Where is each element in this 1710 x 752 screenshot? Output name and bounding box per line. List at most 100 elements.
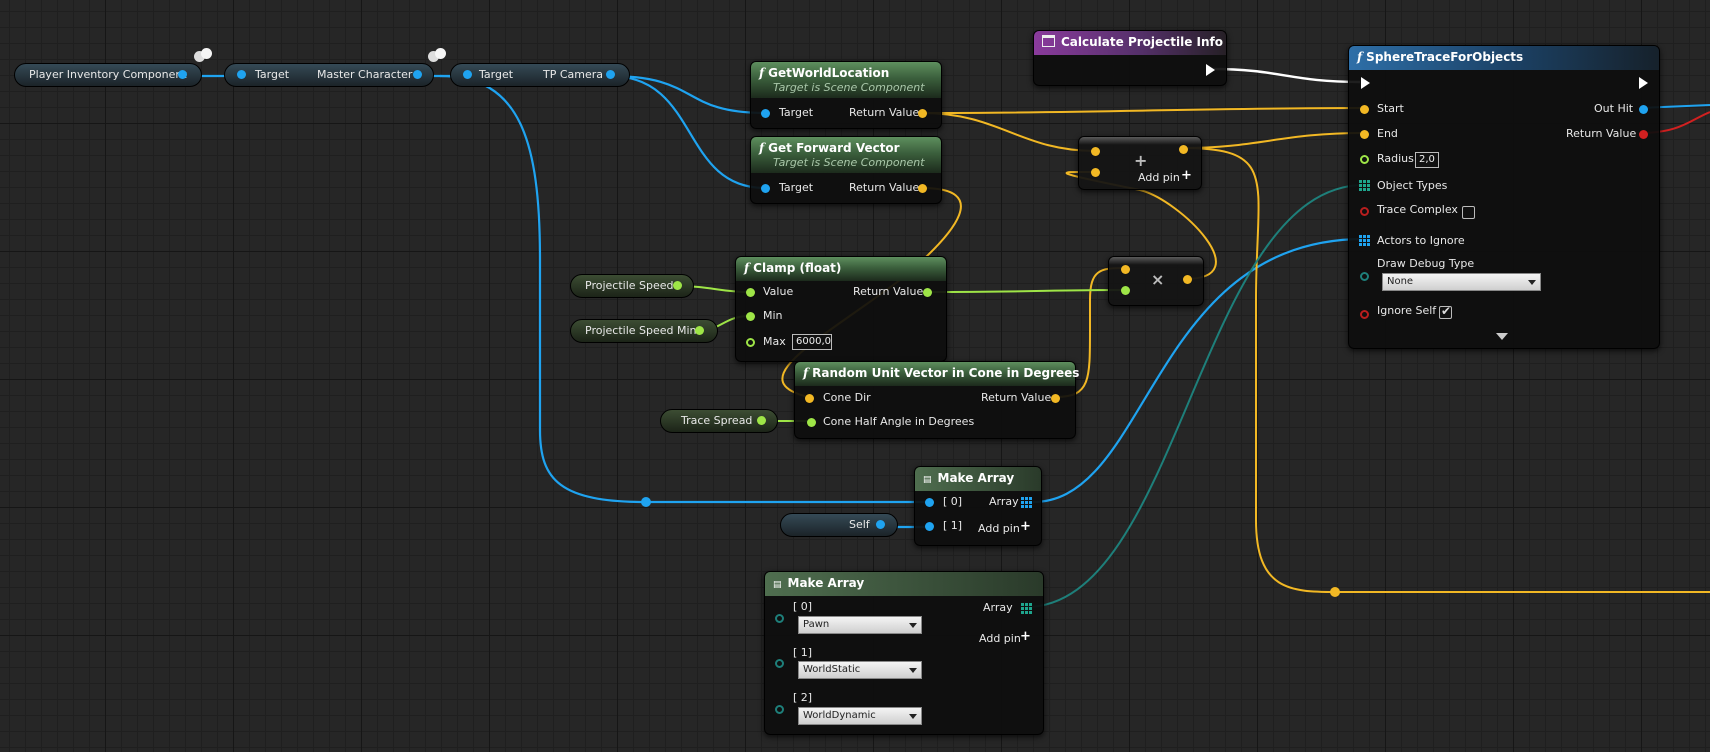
wire-camera-to-forward [609, 74, 766, 190]
vector-input-pin-b[interactable] [1091, 168, 1100, 177]
start-input-pin[interactable] [1360, 105, 1369, 114]
exec-output-pin[interactable] [1639, 77, 1648, 89]
array-output-pin[interactable] [1021, 603, 1032, 614]
projectile-speed-variable[interactable]: Projectile Speed [570, 274, 694, 298]
array-input-pin-0[interactable] [775, 614, 784, 623]
max-value-field[interactable]: 6000,0 [792, 334, 832, 350]
add-pin-label[interactable]: Add pin [1138, 171, 1180, 184]
vector-input-pin-a[interactable] [1091, 147, 1100, 156]
wire-clamp-multiply [927, 289, 1125, 293]
cone-dir-input-pin[interactable] [805, 394, 814, 403]
array-input-pin-0[interactable] [925, 498, 934, 507]
max-label: Max [763, 335, 786, 348]
radius-value-field[interactable]: 2,0 [1415, 152, 1439, 168]
min-label: Min [763, 309, 783, 322]
float-output-pin[interactable] [673, 281, 682, 290]
array-input-pin-2[interactable] [775, 705, 784, 714]
object-input-pin[interactable] [463, 70, 472, 79]
half-angle-input-pin[interactable] [807, 418, 816, 427]
get-master-character-node[interactable]: Target Master Character [224, 63, 434, 87]
array-output-pin[interactable] [1021, 497, 1032, 508]
trace-spread-variable[interactable]: Trace Spread [660, 409, 778, 433]
node-title: SphereTraceForObjects [1366, 50, 1524, 64]
target-label: Target [779, 106, 814, 119]
add-pin-label[interactable]: Add pin [978, 522, 1020, 535]
get-tp-camera-node[interactable]: Target TP Camera [450, 63, 630, 87]
float-output-pin[interactable] [923, 288, 932, 297]
min-input-pin[interactable] [746, 312, 755, 321]
half-angle-label: Cone Half Angle in Degrees [823, 415, 975, 428]
return-label: Return Value [853, 285, 924, 298]
object-output-pin[interactable] [178, 70, 187, 79]
reroute-knot-yellow[interactable] [1330, 587, 1340, 597]
array-input-pin-1[interactable] [925, 522, 934, 531]
exec-input-pin[interactable] [1361, 77, 1370, 89]
calculate-projectile-info-node[interactable]: Calculate Projectile Info [1033, 30, 1227, 86]
target-input-pin[interactable] [761, 109, 770, 118]
make-array-object-types-node[interactable]: ▤Make Array Array Add pin + [ 0] Pawn [ … [764, 571, 1044, 735]
add-pin-icon[interactable]: + [1020, 629, 1031, 644]
wire-camera-to-location [609, 74, 766, 115]
max-input-pin[interactable] [746, 338, 755, 347]
exec-output-pin[interactable] [1206, 64, 1215, 76]
vector-output-pin[interactable] [1051, 394, 1060, 403]
float-output-pin[interactable] [757, 416, 766, 425]
node-header: ▤Make Array [765, 572, 1043, 596]
object-output-pin[interactable] [413, 70, 422, 79]
object-types-label: Object Types [1377, 179, 1448, 192]
item-0-dropdown[interactable]: Pawn [798, 616, 922, 634]
array-input-pin-1[interactable] [775, 659, 784, 668]
radius-label: Radius [1377, 152, 1414, 165]
draw-debug-input-pin[interactable] [1360, 272, 1369, 281]
vector-output-pin[interactable] [1183, 275, 1192, 284]
wire-location-add [921, 112, 1097, 152]
add-vector-node[interactable]: + Add pin + [1078, 136, 1202, 190]
vector-output-pin[interactable] [918, 184, 927, 193]
multiply-vector-float-node[interactable]: × [1108, 256, 1204, 306]
event-icon [1042, 35, 1055, 47]
add-pin-label[interactable]: Add pin [979, 632, 1021, 645]
value-input-pin[interactable] [746, 288, 755, 297]
item-1-dropdown[interactable]: WorldStatic [798, 661, 922, 679]
reroute-knot-blue[interactable] [641, 497, 651, 507]
item-2-dropdown[interactable]: WorldDynamic [798, 707, 922, 725]
pin-1-label: [ 1] [943, 519, 963, 532]
node-subtitle: Target is Scene Component [773, 81, 925, 94]
trace-complex-input-pin[interactable] [1360, 207, 1369, 216]
add-pin-icon[interactable]: + [1181, 168, 1192, 183]
object-input-pin[interactable] [237, 70, 246, 79]
add-pin-icon[interactable]: + [1020, 519, 1031, 534]
vector-input-pin[interactable] [1121, 265, 1130, 274]
object-output-pin[interactable] [606, 70, 615, 79]
return-bool-output-pin[interactable] [1639, 130, 1648, 139]
radius-input-pin[interactable] [1360, 155, 1369, 164]
player-inventory-variable[interactable]: Player Inventory Component [14, 63, 202, 87]
make-array-actors-node[interactable]: ▤Make Array [ 0] Array [ 1] Add pin + [914, 466, 1042, 546]
function-icon: f [803, 366, 809, 380]
draw-debug-dropdown[interactable]: None [1382, 273, 1541, 291]
ignore-self-checkbox[interactable] [1439, 304, 1452, 319]
trace-complex-checkbox[interactable] [1462, 206, 1475, 219]
vector-output-pin[interactable] [1179, 145, 1188, 154]
end-label: End [1377, 127, 1398, 140]
projectile-speed-min-variable[interactable]: Projectile Speed Min [570, 319, 718, 343]
float-output-pin[interactable] [695, 326, 704, 335]
vector-output-pin[interactable] [918, 109, 927, 118]
expand-arrow-icon[interactable] [1496, 333, 1508, 340]
end-input-pin[interactable] [1360, 130, 1369, 139]
object-types-input-pin[interactable] [1359, 180, 1370, 191]
actors-to-ignore-input-pin[interactable] [1359, 235, 1370, 246]
self-reference-node[interactable]: Self [780, 513, 898, 537]
object-output-pin[interactable] [876, 520, 885, 529]
ignore-self-input-pin[interactable] [1360, 310, 1369, 319]
target-input-pin[interactable] [761, 184, 770, 193]
float-input-pin[interactable] [1121, 286, 1130, 295]
out-hit-output-pin[interactable] [1639, 105, 1648, 114]
